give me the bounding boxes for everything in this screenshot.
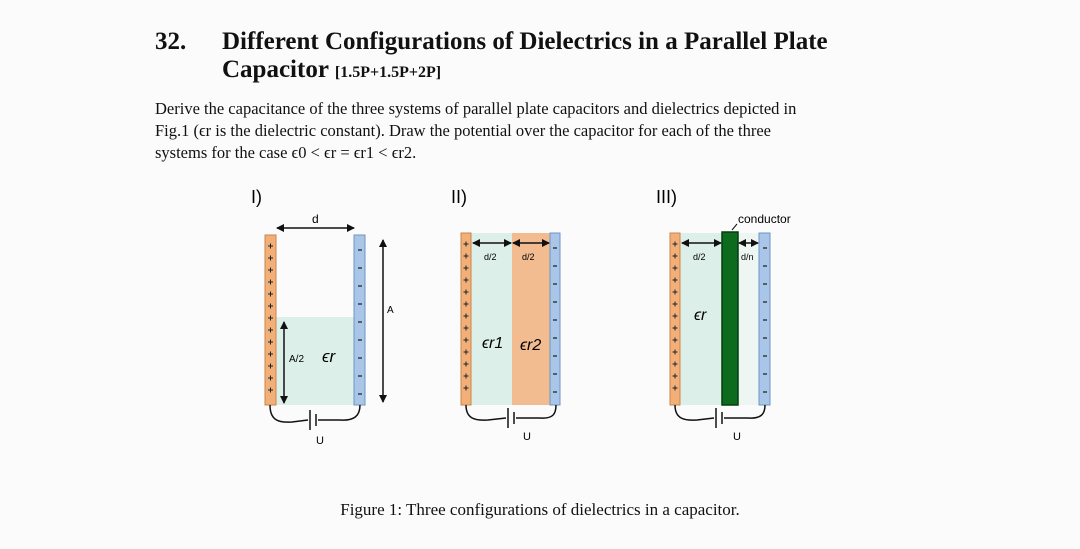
panel-2-positive-plate [460,232,472,406]
statement-line-3: systems for the case ϵ0 < ϵr = ϵr1 < ϵr2… [155,143,417,162]
panel-3-label: III) [656,187,677,207]
panel-1-eps-label: ϵr [322,347,336,366]
panel-2-dielectric-1 [471,233,512,405]
problem-title-line1: Different Configurations of Dielectrics … [222,28,828,55]
problem-title-line2-text: Capacitor [222,56,329,83]
panel-1-a-label: A [387,305,394,316]
panel-1: I) d A/2 ϵr A [251,187,394,447]
problem-number: 32. [155,28,187,55]
panel-3-eps-label: ϵr [694,307,707,324]
panel-2-negative-plate [549,232,561,406]
panel-2-eps-2-label: ϵr2 [520,337,541,354]
panel-3-conductor-label: conductor [738,212,791,226]
figure-caption: Figure 1: Three configurations of dielec… [340,500,740,519]
panel-2-half-2-label: d/2 [522,252,535,262]
panel-2-u-label: U [523,431,531,443]
statement-line-1: Derive the capacitance of the three syst… [155,99,797,118]
problem-title-line2: Capacitor [1.5P+1.5P+2P] [222,56,441,87]
panel-2-eps-1-label: ϵr1 [482,335,503,352]
panel-3-frac-label: d/n [741,252,754,262]
panel-1-d-label: d [312,212,319,226]
panel-3-conductor [721,231,739,406]
panel-2: II) d/2 d/2 ϵr1 ϵr2 U [451,187,561,443]
panel-3-negative-plate [758,232,771,406]
panel-2-half-1-label: d/2 [484,252,497,262]
problem-points: [1.5P+1.5P+2P] [334,64,442,81]
panel-3-half-label: d/2 [693,252,706,262]
statement-line-2: Fig.1 (ϵr is the dielectric constant). D… [155,121,772,140]
panel-2-dielectric-2 [512,233,550,405]
panel-1-negative-plate [353,234,366,406]
panel-1-half-a-label: A/2 [289,354,304,365]
panel-3-positive-plate [669,232,681,406]
panel-2-label: II) [451,187,467,207]
panel-3-u-label: U [733,431,741,443]
panel-1-u-label: U [316,435,324,447]
panel-3-gap [738,233,759,405]
panel-1-label: I) [251,187,262,207]
panel-1-dielectric [276,317,354,405]
problem-statement: Derive the capacitance of the three syst… [155,98,930,164]
panel-3: III) conductor d/2 d/n ϵr U [656,187,791,443]
panel-3-dielectric [680,233,722,405]
